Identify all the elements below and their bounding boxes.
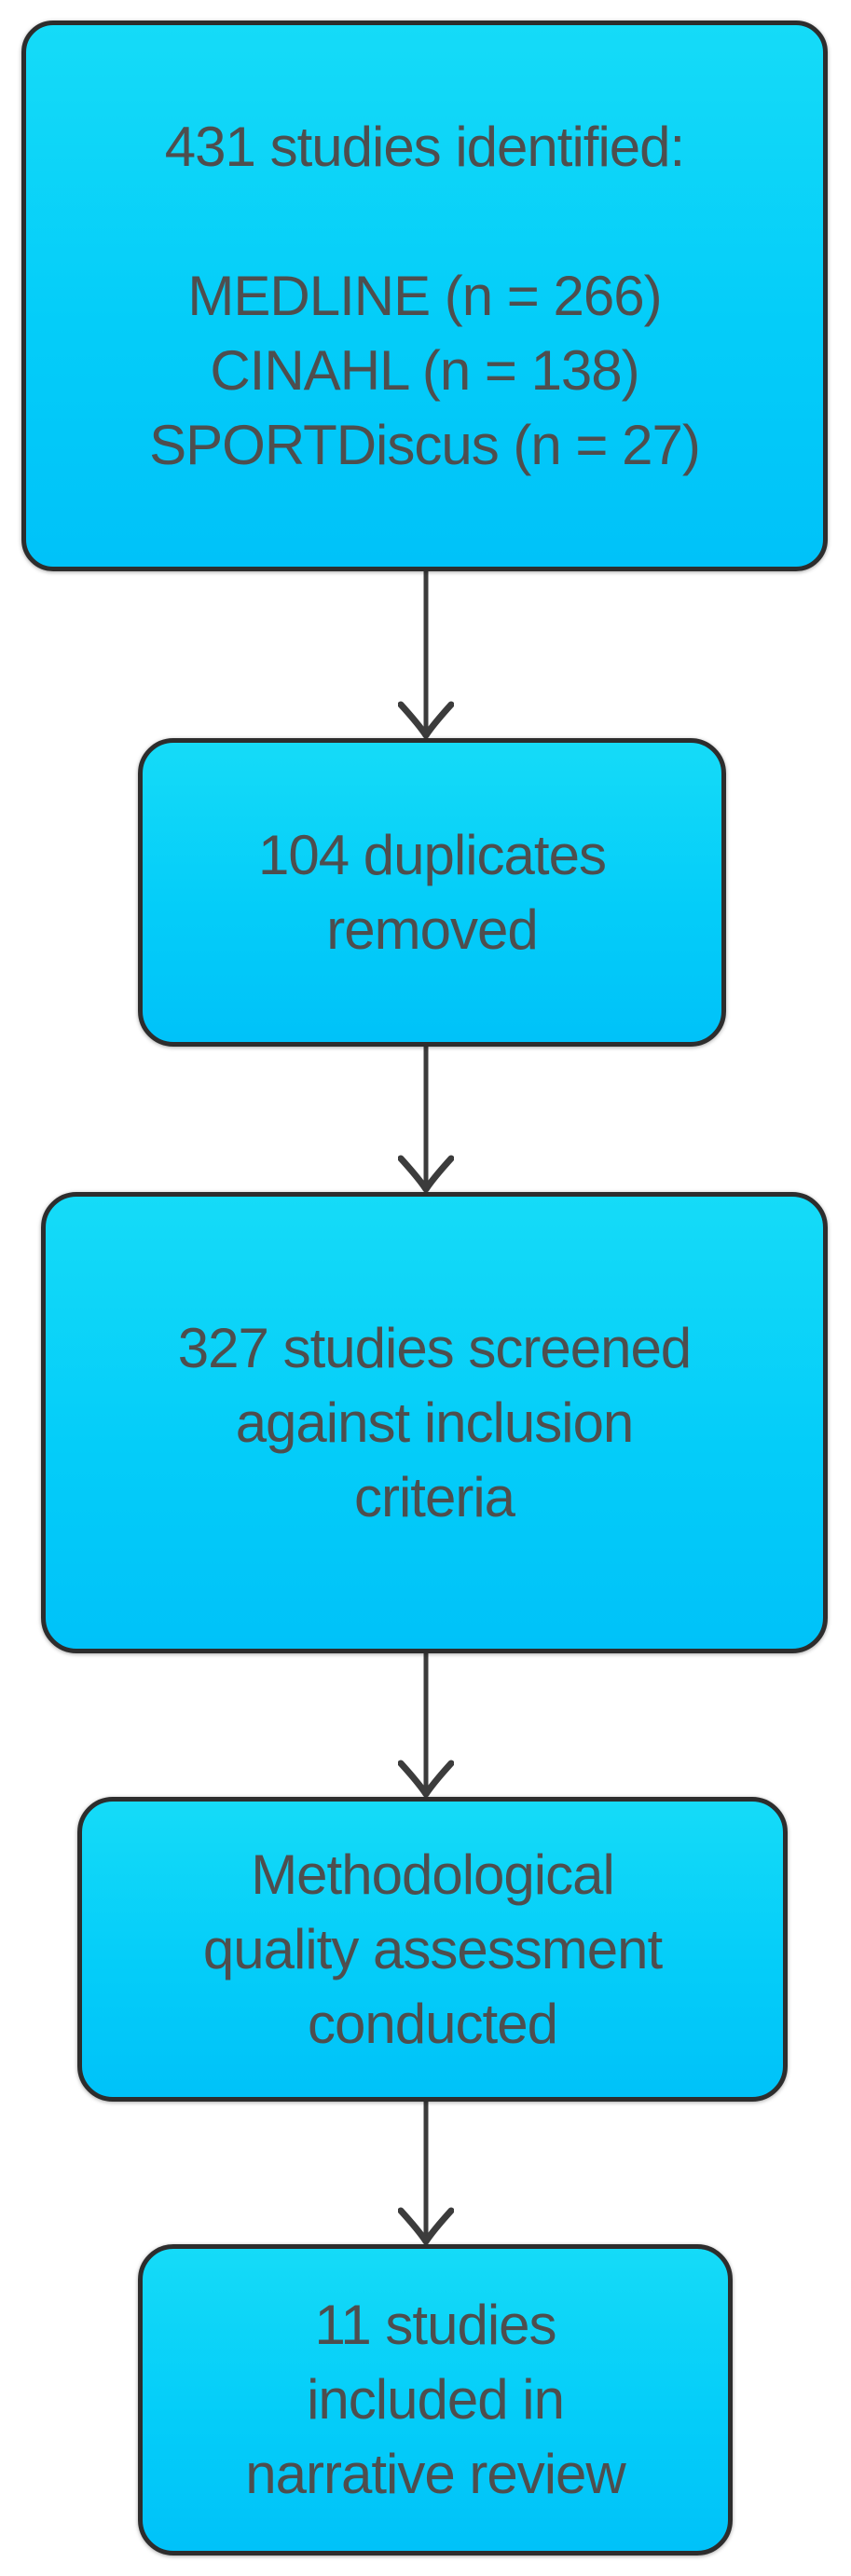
- node-text-line: 104 duplicates: [258, 823, 607, 886]
- node-text-line: removed: [326, 897, 538, 961]
- node-text-line-blank: [26, 185, 823, 259]
- flow-node-studies-screened: 327 studies screened against inclusion c…: [41, 1192, 828, 1653]
- flow-arrow-1: [398, 571, 454, 739]
- flow-arrow-3: [398, 1653, 454, 1798]
- arrow-down-icon: [398, 1653, 454, 1798]
- node-text-line: criteria: [353, 1465, 515, 1528]
- flow-arrow-4: [398, 2102, 454, 2245]
- flow-node-included-review: 11 studies included in narrative review: [138, 2244, 733, 2555]
- node-text-line: 11 studies: [314, 2294, 556, 2356]
- flow-node-quality-assessment: Methodological quality assessment conduc…: [77, 1797, 788, 2102]
- node-text-line: conducted: [308, 1992, 558, 2055]
- node-text-line: quality assessment: [202, 1917, 663, 1980]
- arrow-down-icon: [398, 1047, 454, 1193]
- node-text-line: MEDLINE (n = 266): [187, 264, 662, 327]
- node-text-line: 431 studies identified:: [164, 115, 685, 178]
- node-text-line: narrative review: [245, 2443, 626, 2505]
- node-text-line: Methodological: [251, 1843, 615, 1906]
- node-text-line: included in: [307, 2368, 565, 2431]
- node-text-line: against inclusion: [235, 1391, 635, 1454]
- node-text-line: 327 studies screened: [177, 1316, 692, 1379]
- flow-node-studies-identified: 431 studies identified: MEDLINE (n = 266…: [21, 21, 828, 571]
- arrow-down-icon: [398, 571, 454, 739]
- flow-node-duplicates-removed: 104 duplicates removed: [138, 738, 726, 1047]
- node-text-line: SPORTDiscus (n = 27): [149, 413, 701, 476]
- node-text-line: CINAHL (n = 138): [210, 338, 639, 402]
- arrow-down-icon: [398, 2102, 454, 2245]
- flow-arrow-2: [398, 1047, 454, 1193]
